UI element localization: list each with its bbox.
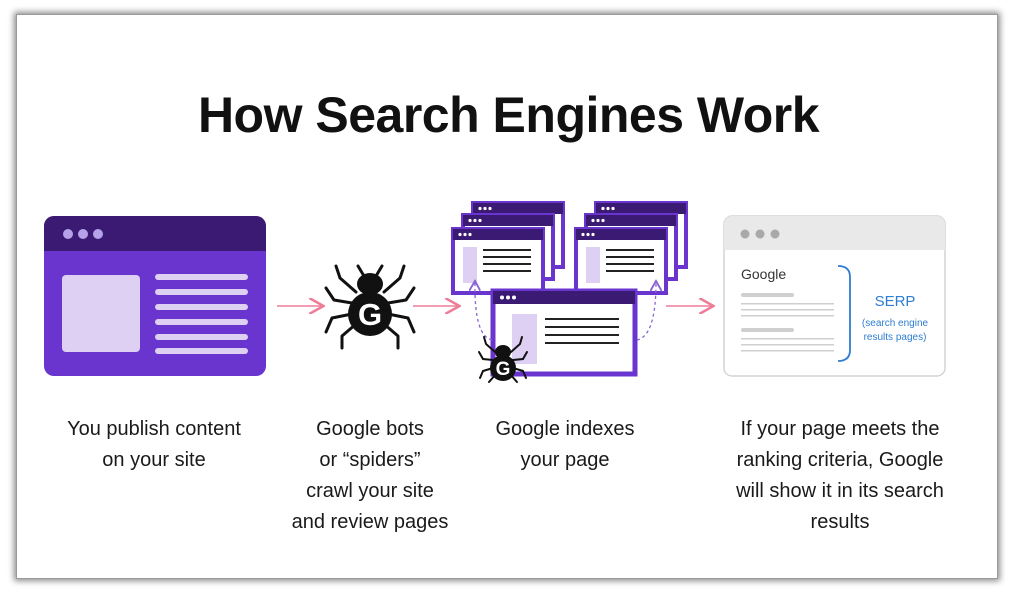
serp-sublabel-line-2: results pages) [864, 332, 927, 343]
caption-line: on your site [102, 449, 206, 471]
caption-line: ranking criteria, Google [736, 449, 944, 471]
caption-line: or “spiders” [319, 449, 421, 471]
serp-label: SERP [875, 293, 916, 310]
caption-line: You publish content [67, 418, 241, 440]
page-title: How Search Engines Work [197, 87, 820, 143]
caption-line: crawl your site [306, 480, 434, 502]
spider-bot-icon: G [324, 264, 416, 350]
caption-line: Google bots [316, 418, 424, 440]
caption-line: Google indexes [495, 418, 635, 440]
caption-line: If your page meets the [740, 418, 940, 440]
google-logo-text: Google [741, 266, 786, 282]
serp-window-icon: Google SERP (search engine results pages… [723, 215, 946, 377]
step-2-caption: Google bots or “spiders” crawl your site… [270, 414, 470, 538]
step-1-caption: You publish content on your site [40, 414, 268, 476]
serp-sublabel-line-1: (search engine [862, 318, 929, 329]
step-4-caption: If your page meets the ranking criteria,… [715, 414, 965, 538]
step-3-caption: Google indexes your page [470, 414, 660, 476]
spider-letter: G [358, 297, 382, 332]
indexed-pages-icon: G [451, 201, 688, 383]
caption-line: your page [520, 449, 610, 471]
small-spider-letter: G [496, 359, 511, 380]
website-window-icon [44, 216, 266, 376]
small-spider-icon: G [478, 336, 528, 383]
caption-line: results [810, 511, 870, 533]
caption-line: will show it in its search [736, 480, 944, 502]
caption-line: and review pages [291, 511, 449, 533]
